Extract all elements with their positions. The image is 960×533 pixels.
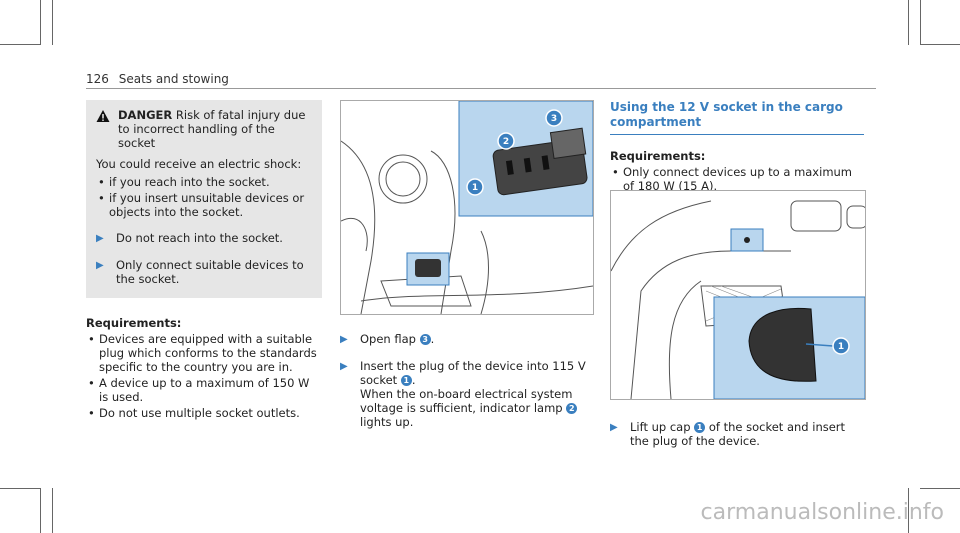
crop-mark	[0, 44, 40, 45]
danger-headline: Risk of fatal injury due to incorrect ha…	[118, 108, 306, 150]
crop-mark	[920, 44, 960, 45]
danger-intro: You could receive an electric shock:	[96, 157, 302, 171]
step-arrow-icon: ▶	[340, 334, 348, 345]
danger-step: ▶ Only connect suitable devices to the s…	[96, 258, 312, 286]
step-text: Lift up cap	[630, 420, 691, 434]
list-item: Devices are equipped with a suitable plu…	[86, 332, 322, 374]
danger-label: DANGER	[118, 108, 173, 122]
list-item: Only connect devices up to a maximum of …	[610, 165, 864, 193]
warning-triangle-icon	[96, 110, 110, 122]
step-open-flap: ▶ Open flap 3.	[340, 332, 435, 346]
crop-mark	[0, 488, 40, 489]
danger-title: DANGER Risk of fatal injury due to incor…	[96, 108, 312, 150]
step-insert-plug: ▶ Insert the plug of the device into 115…	[340, 359, 586, 429]
socket-illustration: 1 2 3	[340, 100, 594, 315]
cargo-drawing: 1	[611, 200, 865, 399]
crop-mark	[908, 488, 909, 533]
crop-mark	[52, 0, 53, 45]
crop-mark	[40, 0, 41, 45]
section-divider	[610, 134, 864, 135]
requirements-heading: Requirements:	[610, 149, 706, 163]
requirements-heading: Requirements:	[86, 316, 182, 330]
crop-mark	[908, 0, 909, 45]
callout-2: 2	[503, 137, 509, 147]
crop-mark	[52, 488, 53, 533]
list-item: Do not use multiple socket outlets.	[86, 406, 322, 420]
danger-bullets: if you reach into the socket. if you ins…	[96, 175, 312, 219]
crop-mark	[920, 488, 960, 489]
ref-badge: 1	[400, 375, 412, 386]
ref-badge: 2	[566, 403, 578, 414]
step-text: Only connect suitable devices to the soc…	[116, 258, 304, 286]
step-text: Open flap	[360, 332, 416, 346]
ref-badge: 3	[419, 334, 431, 345]
left-column: DANGER Risk of fatal injury due to incor…	[86, 100, 322, 422]
list-item: if you insert unsuitable devices or obje…	[96, 191, 312, 219]
list-item: if you reach into the socket.	[96, 175, 312, 189]
step-arrow-icon: ▶	[96, 233, 104, 244]
callout-1: 1	[472, 183, 478, 193]
step-text: Insert the plug of the device into 115 V…	[360, 359, 586, 387]
middle-column: ▶ Open flap 3. ▶ Insert the plug of the …	[340, 320, 592, 429]
section-heading: Using the 12 V socket in the cargo compa…	[610, 100, 843, 129]
step-text: of the socket and insert the plug of the…	[630, 420, 846, 448]
step-text: Do not reach into the socket.	[116, 231, 283, 245]
callout-3: 3	[551, 114, 557, 124]
danger-box: DANGER Risk of fatal injury due to incor…	[86, 100, 322, 298]
list-item: A device up to a maximum of 150 W is use…	[86, 376, 322, 404]
callout-1: 1	[838, 342, 844, 352]
step-arrow-icon: ▶	[96, 260, 104, 271]
page-number: 126	[86, 72, 109, 86]
step-text: lights up.	[360, 415, 414, 429]
step-arrow-icon: ▶	[610, 422, 618, 433]
crop-mark	[40, 488, 41, 533]
step-lift-cap: ▶ Lift up cap 1 of the socket and insert…	[610, 420, 864, 448]
requirements-list: Only connect devices up to a maximum of …	[610, 165, 864, 193]
danger-step: ▶ Do not reach into the socket.	[96, 231, 312, 246]
right-step: ▶ Lift up cap 1 of the socket and insert…	[610, 408, 864, 448]
section-title: Seats and stowing	[118, 72, 229, 86]
cargo-illustration: 1	[610, 190, 866, 400]
watermark: carmanualsonline.info	[700, 500, 944, 525]
right-column: Using the 12 V socket in the cargo compa…	[610, 100, 864, 195]
ref-badge: 1	[694, 422, 706, 433]
page-header: 126 Seats and stowing	[86, 72, 229, 86]
console-drawing: 1 2 3	[341, 101, 593, 314]
header-divider	[86, 88, 876, 89]
step-text: When the on-board electrical system volt…	[360, 387, 573, 415]
requirements-list: Devices are equipped with a suitable plu…	[86, 332, 322, 420]
step-arrow-icon: ▶	[340, 361, 348, 372]
crop-mark	[920, 0, 921, 45]
